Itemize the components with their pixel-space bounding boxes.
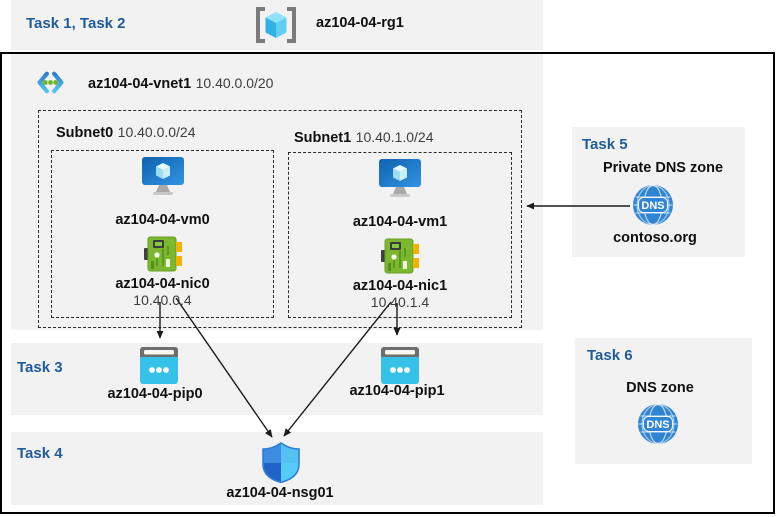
private-dns-zone-title: Private DNS zone: [602, 160, 724, 176]
dns-zone-title: DNS zone: [626, 380, 694, 396]
task3-band: Task 3 az104-04-pip0 az104-04-pip1: [11, 343, 543, 415]
nsg-name: az104-04-nsg01: [226, 485, 334, 501]
nic0-icon: [143, 235, 182, 273]
vnet-panel: az104-04-vnet1 10.40.0.0/20 Subnet0 10.4…: [11, 54, 543, 330]
resource-group-header-bar: Task 1, Task 2 az104-04-rg1: [11, 0, 543, 50]
task3-label: Task 3: [17, 359, 63, 376]
resource-group-name: az104-04-rg1: [316, 15, 404, 31]
task5-panel: Task 5 Private DNS zone DNS contoso.org: [572, 127, 745, 257]
nsg-shield-icon: [261, 442, 301, 483]
nic1-ip: 10.40.1.4: [370, 294, 430, 310]
subnet0-name: Subnet0: [56, 125, 114, 141]
nic1-icon: [381, 237, 419, 275]
private-dns-zone-name: contoso.org: [613, 230, 697, 246]
resource-group-icon: [253, 6, 299, 44]
vm0-icon: [141, 157, 185, 199]
virtual-network-icon: [37, 69, 64, 96]
nic0-name: az104-04-nic0: [115, 276, 210, 292]
vnet-title: az104-04-vnet1 10.40.0.0/20: [88, 75, 273, 93]
task5-label: Task 5: [582, 136, 628, 153]
subnets-dashed-container: Subnet0 10.40.0.0/24 az1: [38, 110, 522, 328]
vm1-icon: [378, 159, 422, 201]
public-ip0-icon: [140, 347, 178, 384]
nic0-ip: 10.40.0.4: [133, 292, 192, 308]
task6-label: Task 6: [587, 347, 633, 364]
public-ip1-icon: [381, 347, 419, 384]
subnet1-box: az104-04-vm1 az104-04-: [288, 152, 512, 318]
diagram-outer-frame: [0, 52, 775, 514]
dns-zone-globe-icon: DNS: [637, 402, 679, 446]
subnet0-cidr: 10.40.0.0/24: [117, 124, 196, 140]
nic1-name: az104-04-nic1: [352, 278, 448, 294]
subnet0-box: az104-04-vm0 az104-04-: [51, 150, 274, 318]
dns-icon-text: DNS: [641, 200, 664, 212]
vm0-name: az104-04-vm0: [115, 212, 210, 228]
vnet-name: az104-04-vnet1: [88, 76, 192, 92]
dns-icon-text: DNS: [646, 419, 669, 431]
vm1-name: az104-04-vm1: [352, 214, 448, 230]
subnet1-cidr: 10.40.1.0/24: [355, 129, 434, 145]
pip1-name: az104-04-pip1: [349, 383, 445, 399]
task6-panel: Task 6 DNS zone DNS: [575, 338, 752, 464]
subnet0-title: Subnet0 10.40.0.0/24: [56, 124, 196, 142]
vnet-cidr: 10.40.0.0/20: [195, 75, 274, 91]
pip0-name: az104-04-pip0: [107, 386, 203, 402]
subnet1-name: Subnet1: [294, 130, 352, 146]
task4-band: Task 4 az104-04-nsg01: [11, 432, 543, 505]
subnet1-title: Subnet1 10.40.1.0/24: [294, 129, 434, 147]
task-1-2-label: Task 1, Task 2: [26, 15, 126, 32]
task4-label: Task 4: [17, 445, 63, 462]
private-dns-globe-icon: DNS: [632, 184, 674, 226]
